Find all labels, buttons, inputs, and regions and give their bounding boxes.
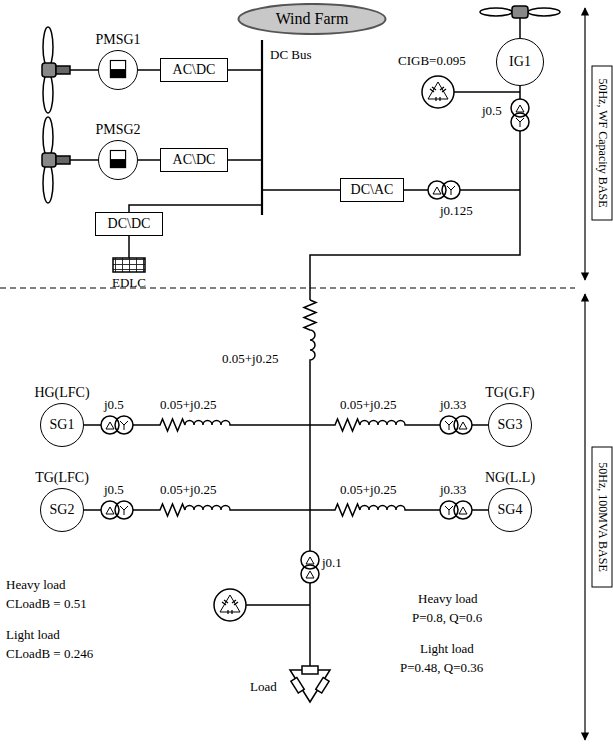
parameter-label: j0.33	[440, 483, 466, 498]
generator-type: PMSG1	[95, 32, 140, 47]
parameter-label: CIGB=0.095	[398, 54, 466, 69]
capacitor-bank	[214, 589, 246, 621]
parameter-label: j0.1	[322, 556, 342, 571]
parameter-label: 0.05+j0.25	[160, 483, 216, 498]
converter-box: AC\DC	[160, 148, 228, 172]
generator-type: TG(LFC)	[35, 470, 89, 485]
parameter-label: CLoadB = 0.51	[6, 597, 87, 612]
parameter-label: 0.05+j0.25	[160, 398, 216, 413]
base-label: 50Hz, 100MVA BASE	[595, 462, 609, 571]
node-label: SG2	[50, 502, 75, 517]
generator-type: HG(LFC)	[34, 385, 89, 400]
parameter-label: j0.125	[440, 204, 473, 219]
parameter-label: 0.05+j0.25	[340, 483, 396, 498]
generator-type: NG(L.L)	[485, 470, 535, 485]
parameter-label: j0.5	[104, 398, 124, 413]
parameter-label: j0.5	[482, 104, 502, 119]
node-label: DC\DC	[108, 216, 151, 231]
parameter-label: j0.5	[104, 483, 124, 498]
generator-circle: TG(LFC)SG2	[40, 488, 84, 532]
parameter-label: EDLC	[112, 276, 146, 291]
wind-turbine	[42, 117, 98, 203]
load-symbol	[290, 666, 330, 702]
parameter-label: Load	[250, 680, 277, 695]
wind-turbine	[480, 6, 560, 38]
parameter-label: CLoadB = 0.246	[6, 647, 93, 662]
range-arrow	[584, 294, 585, 740]
range-arrow	[584, 8, 585, 280]
area-ellipse: Wind Farm	[237, 3, 387, 35]
node-label: SG3	[498, 417, 523, 432]
generator-branch	[84, 416, 488, 434]
edlc-symbol	[113, 258, 145, 272]
parameter-label: 0.05+j0.25	[340, 398, 396, 413]
parameter-label: P=0.8, Q=0.6	[412, 611, 482, 626]
wire	[138, 159, 160, 161]
generator-branch	[84, 501, 488, 519]
capacitor-bank	[422, 76, 454, 108]
generator-icon	[99, 51, 137, 89]
generator-circle: TG(G.F)SG3	[488, 403, 532, 447]
generator-icon	[99, 141, 137, 179]
generator-type: TG(G.F)	[485, 385, 534, 400]
generator-circle: IG1	[496, 38, 544, 86]
dc-bus	[261, 40, 263, 215]
node-label: SG4	[498, 502, 523, 517]
node-label: IG1	[509, 54, 531, 69]
generator-circle: NG(L.L)SG4	[488, 488, 532, 532]
parameter-label: j0.33	[440, 398, 466, 413]
generator-circle: PMSG1	[98, 50, 138, 90]
converter-box: DC\DC	[95, 212, 163, 236]
node-label: AC\DC	[173, 152, 216, 167]
node-label: AC\DC	[173, 62, 216, 77]
parameter-label: P=0.48, Q=0.36	[400, 661, 483, 676]
converter-box: AC\DC	[160, 58, 228, 82]
parameter-label: Light load	[6, 628, 60, 643]
parameter-label: 0.05+j0.25	[222, 352, 278, 367]
generator-circle: PMSG2	[98, 140, 138, 180]
parameter-label: Heavy load	[6, 578, 66, 593]
wind-turbine	[42, 27, 98, 113]
node-label: SG1	[50, 417, 75, 432]
generator-circle: HG(LFC)SG1	[40, 403, 84, 447]
parameter-label: Light load	[420, 642, 474, 657]
wire	[129, 70, 340, 212]
node-label: DC\AC	[351, 182, 394, 197]
generator-type: PMSG2	[95, 122, 140, 137]
base-label: 50Hz, WF Capacity BASE	[595, 78, 609, 207]
node-label: Wind Farm	[276, 10, 349, 28]
wire	[138, 69, 160, 71]
parameter-label: Heavy load	[418, 592, 478, 607]
parameter-label: DC Bus	[270, 48, 312, 63]
converter-box: DC\AC	[340, 178, 404, 202]
